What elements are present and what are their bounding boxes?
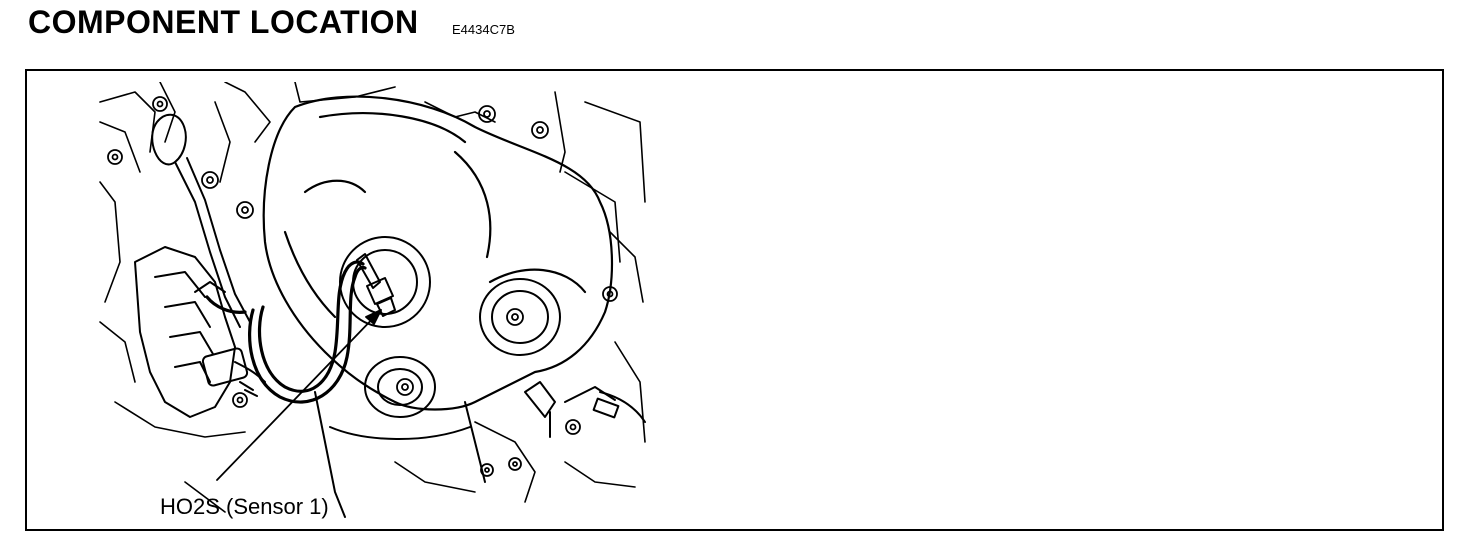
engine-block-lines — [99, 82, 646, 513]
ho2s-pointer-arrow — [216, 309, 382, 481]
ho2s-harness — [205, 260, 367, 404]
dipstick-tube — [151, 113, 251, 328]
page-title: COMPONENT LOCATION — [28, 4, 419, 40]
bolts — [107, 96, 618, 477]
ho2s-callout-label: HO2S (Sensor 1) — [160, 494, 329, 519]
alternator — [134, 246, 266, 418]
heat-shield — [262, 95, 614, 411]
right-bracket — [524, 381, 646, 438]
diagram-frame — [25, 69, 1444, 531]
figure-code: E4434C7B — [452, 22, 515, 37]
exhaust-pipe — [314, 391, 486, 518]
engine-illustration — [99, 82, 646, 518]
